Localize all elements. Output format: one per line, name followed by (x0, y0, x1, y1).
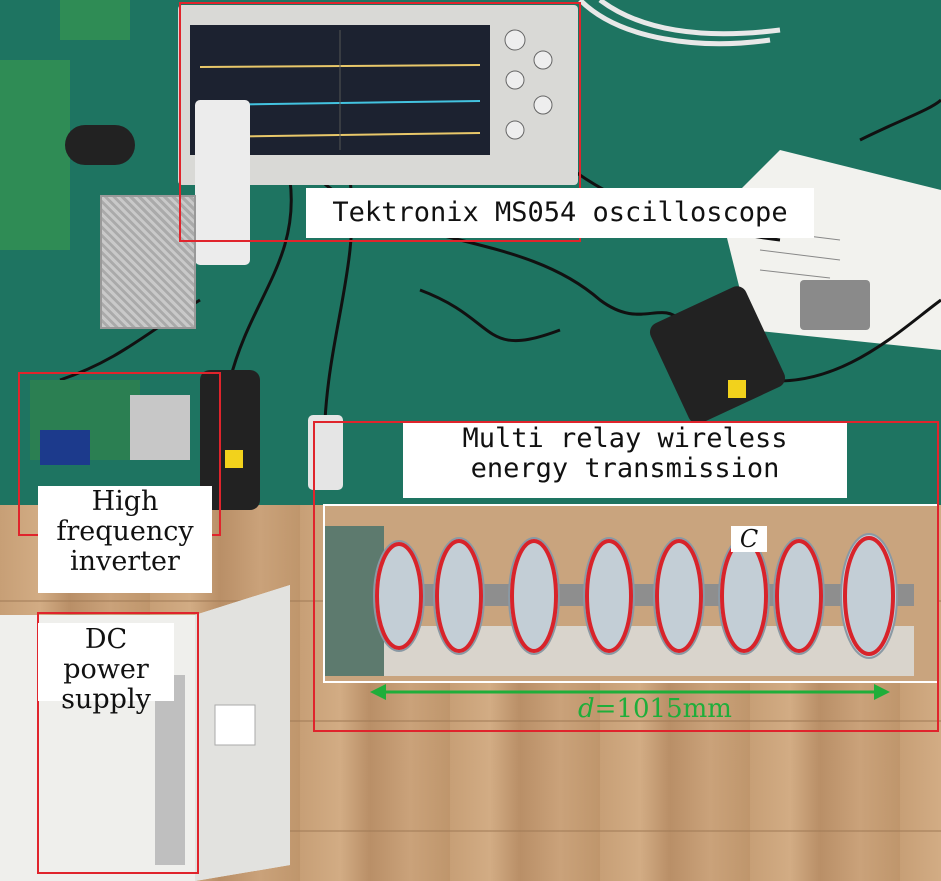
oscilloscope-knobs (504, 29, 553, 140)
oscilloscope-label: Tektronix MS054 oscilloscope (306, 188, 814, 238)
dc-supply-label: DC power supply (38, 623, 174, 715)
insulator-string-photo (324, 506, 938, 682)
heatsink (130, 395, 190, 460)
inverter-chip (40, 430, 90, 465)
coil-marker-label: C (731, 526, 767, 552)
relay-highlight-box (313, 421, 939, 732)
oscilloscope-highlight-box (179, 2, 581, 242)
distance-label: d=1015mm (578, 694, 732, 728)
distance-variable: d (578, 694, 595, 724)
power-strip (195, 100, 250, 265)
relay-label: Multi relay wireless energy transmission (403, 423, 847, 498)
probe-adapter (800, 280, 870, 330)
control-board (0, 60, 70, 250)
dimension-arrow (370, 684, 890, 700)
probe-button (225, 450, 243, 468)
capacitor (65, 125, 135, 165)
distance-value: =1015mm (594, 694, 732, 724)
control-board (60, 0, 130, 40)
floor-seam (0, 830, 941, 832)
inverter-label: High frequency inverter (38, 486, 212, 593)
floor-seam (0, 720, 941, 722)
probe-button (728, 380, 746, 398)
dc-supply-highlight-box (37, 612, 199, 874)
